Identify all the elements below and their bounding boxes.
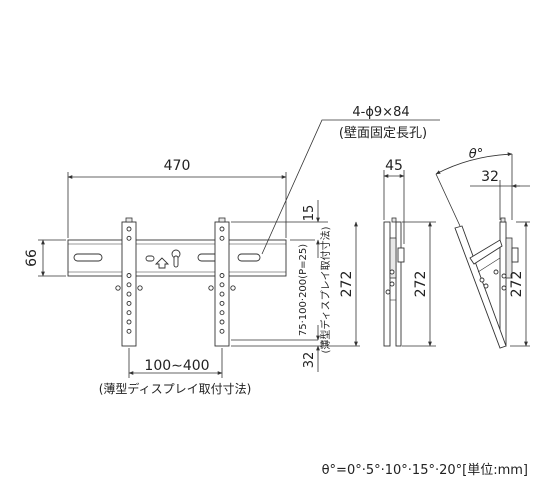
width-dimension: 470 bbox=[164, 158, 191, 174]
bottom-offset-dimension: 32 bbox=[302, 352, 317, 369]
wall-slot bbox=[73, 253, 103, 262]
wall-slot bbox=[237, 253, 261, 262]
arm-spacing-note: (薄型ディスプレイ取付寸法) bbox=[99, 381, 252, 396]
tilt-view: θ° 32 272 bbox=[435, 147, 530, 349]
arm-holes bbox=[126, 226, 225, 334]
up-arrow-icon bbox=[154, 257, 170, 269]
tilt-wall-plate bbox=[499, 221, 507, 347]
hole-desc: (壁面固定長孔) bbox=[339, 126, 427, 141]
arm-hole bbox=[126, 291, 132, 297]
overall-height-dimension: 272 bbox=[339, 271, 355, 298]
arm-hole bbox=[219, 273, 225, 278]
arm-hole bbox=[219, 300, 225, 306]
arm-hole bbox=[126, 235, 132, 241]
side-height-dimension: 272 bbox=[413, 271, 429, 298]
arm-hole bbox=[219, 328, 225, 334]
side-view: 45 272 bbox=[383, 158, 436, 347]
arm-hole bbox=[126, 300, 132, 306]
tilt-offset-dimension: 32 bbox=[481, 169, 499, 185]
arm-hole bbox=[126, 310, 132, 316]
top-offset-dimension: 15 bbox=[302, 205, 317, 222]
arm-hole bbox=[126, 328, 132, 334]
arm-hole bbox=[219, 310, 225, 316]
arm-hole bbox=[219, 235, 225, 241]
arm-hole bbox=[219, 282, 225, 288]
arm-hole bbox=[219, 291, 225, 297]
arm-hole bbox=[219, 319, 225, 325]
depth-dimension: 45 bbox=[385, 158, 403, 174]
tilt-angle-label: θ° bbox=[469, 147, 483, 162]
arm-hole bbox=[126, 226, 132, 232]
front-view: 470 66 15 272 32 75·100·200(P=25) (薄型ディス… bbox=[24, 105, 440, 396]
arm-hole bbox=[126, 282, 132, 288]
hole-leader bbox=[261, 119, 440, 255]
arm-spacing-dimension: 100∼400 bbox=[144, 358, 209, 374]
side-arm bbox=[395, 221, 402, 347]
wall-slot bbox=[145, 255, 155, 262]
side-wall-plate bbox=[383, 221, 391, 347]
height-dimension: 66 bbox=[24, 249, 40, 267]
pitch-note: (薄型ディスプレイ取付寸法) bbox=[319, 226, 332, 353]
tilt-height-dimension: 272 bbox=[509, 271, 525, 298]
arm-hole bbox=[126, 273, 132, 278]
pitch-dimension: 75·100·200(P=25) bbox=[298, 244, 309, 336]
tilted-arm bbox=[454, 225, 507, 349]
arm-hole bbox=[126, 319, 132, 325]
footer-note: θ°=0°·5°·10°·15°·20°[単位:mm] bbox=[322, 462, 528, 478]
hole-spec: 4-ϕ9×84 bbox=[352, 105, 409, 120]
arm-hole bbox=[219, 226, 225, 232]
tilt-link bbox=[469, 239, 503, 265]
